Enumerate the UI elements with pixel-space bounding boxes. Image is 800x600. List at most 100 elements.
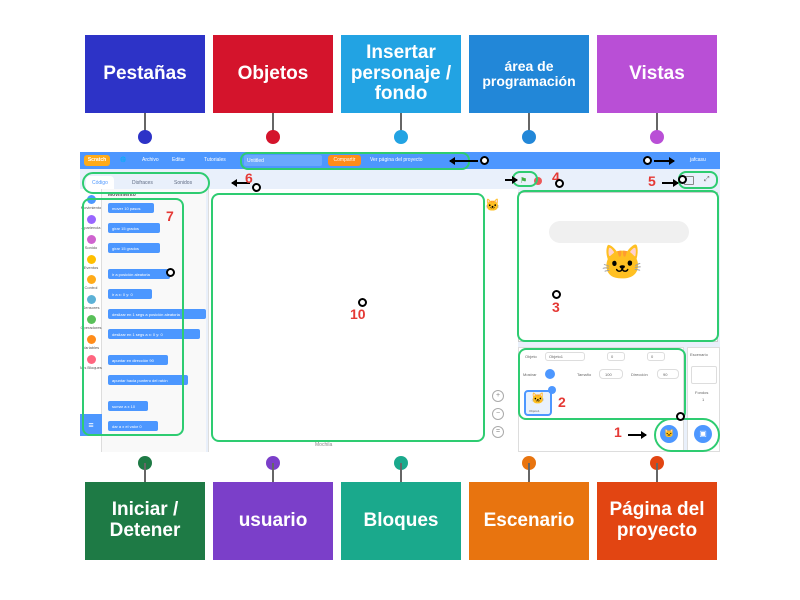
backpack-label[interactable]: Mochila xyxy=(315,442,333,448)
x-input[interactable]: 0 xyxy=(607,352,625,361)
bottom-stem-3 xyxy=(400,463,402,483)
category-label: Control xyxy=(84,285,98,290)
block-item[interactable]: girar 15 grados xyxy=(108,243,160,253)
block-item[interactable]: dar a x el valor 0 xyxy=(108,421,158,431)
category-operadores[interactable]: Operadores xyxy=(80,315,102,330)
marker-area-programacion xyxy=(358,298,367,307)
bottom-stem-4 xyxy=(528,463,530,483)
number-3: 3 xyxy=(552,299,560,315)
cat-sprite-icon[interactable]: 🐱 xyxy=(601,244,644,282)
category-label: Mis Bloques xyxy=(80,365,102,370)
category-dot xyxy=(86,215,96,224)
category-label: Sensores xyxy=(82,305,100,310)
arrow-iniciar-detener xyxy=(505,176,518,184)
eye-icon[interactable] xyxy=(545,369,555,379)
menu-editar[interactable]: Editar xyxy=(172,157,186,163)
category-dot xyxy=(86,235,96,244)
outline-bloques xyxy=(82,198,184,436)
size-label: Tamaño xyxy=(577,372,592,377)
arrow-objetos xyxy=(449,157,478,165)
tab-sonidos[interactable]: Sonidos xyxy=(174,180,193,186)
tab-disfraces[interactable]: Disfraces xyxy=(132,180,153,186)
stage-thumbnail[interactable] xyxy=(691,366,717,384)
top-dot-5 xyxy=(650,130,664,144)
label-usuario: usuario xyxy=(213,482,333,560)
fullscreen-icon[interactable]: ⤢ xyxy=(704,176,710,183)
sprite-name-input[interactable]: Objeto1 xyxy=(545,352,585,361)
zoom-reset-icon[interactable]: = xyxy=(492,426,504,438)
block-item[interactable]: ir a posición aleatoria xyxy=(108,269,170,279)
marker-usuario xyxy=(643,156,652,165)
sprite-label: Objeto xyxy=(525,354,537,359)
category-label: Variables xyxy=(82,345,100,350)
block-item[interactable]: deslizar en 1 segs a x: 0 y: 0 xyxy=(108,329,200,339)
project-title-input[interactable]: Untitled xyxy=(244,155,322,166)
category-eventos[interactable]: Eventos xyxy=(80,255,102,270)
zoom-out-icon[interactable]: − xyxy=(492,408,504,420)
block-categories: Movimiento Apariencia Sonido Eventos Con… xyxy=(80,189,102,452)
blocks-palette: Movimiento mover 10 pasos girar 15 grado… xyxy=(102,189,206,452)
outline-escenario xyxy=(517,190,719,342)
menu-tutoriales[interactable]: Tutoriales xyxy=(204,157,226,163)
size-input[interactable]: 100 xyxy=(599,369,623,379)
top-stem-2 xyxy=(272,113,274,137)
outline-insertar xyxy=(654,418,720,452)
category-dot xyxy=(86,295,96,304)
top-dot-4 xyxy=(522,130,536,144)
scratch-logo[interactable]: Scratch xyxy=(84,155,110,166)
category-label: Eventos xyxy=(83,265,99,270)
category-dot xyxy=(86,255,96,264)
block-item[interactable]: sumar a x 10 xyxy=(108,401,148,411)
menu-archivo[interactable]: Archivo xyxy=(142,157,159,163)
category-sensores[interactable]: Sensores xyxy=(80,295,102,310)
block-item[interactable]: apuntar en dirección 90 xyxy=(108,355,168,365)
y-input[interactable]: 0 xyxy=(647,352,665,361)
arrow-pestanas xyxy=(231,179,250,187)
category-sonido[interactable]: Sonido xyxy=(80,235,102,250)
block-item[interactable]: ir a x: 0 y: 0 xyxy=(108,289,152,299)
user-menu[interactable]: jafcasu xyxy=(690,157,706,163)
block-item[interactable]: mover 10 pasos xyxy=(108,203,154,213)
number-4: 4 xyxy=(552,169,560,185)
block-item[interactable]: apuntar hacia puntero del ratón xyxy=(108,375,188,385)
top-dot-2 xyxy=(266,130,280,144)
arrow-vistas xyxy=(662,179,679,187)
label-insertar-personaje: Insertar personaje / fondo xyxy=(341,35,461,113)
share-button[interactable]: Compartir xyxy=(328,155,361,166)
sprite-thumb-name: Objeto1 xyxy=(529,409,540,413)
show-label: Mostrar xyxy=(523,372,537,377)
label-pestanas: Pestañas xyxy=(85,35,205,113)
category-apariencia[interactable]: Apariencia xyxy=(80,215,102,230)
category-variables[interactable]: Variables xyxy=(80,335,102,350)
block-item[interactable]: deslizar en 1 segs a posición aleatoria xyxy=(108,309,206,319)
delete-sprite-icon[interactable] xyxy=(548,386,556,394)
see-project-page-link[interactable]: Ver página del proyecto xyxy=(370,157,423,163)
arrow-usuario xyxy=(654,157,675,165)
block-item[interactable]: girar 15 grados xyxy=(108,223,160,233)
stop-icon[interactable] xyxy=(534,177,542,185)
category-control[interactable]: Control xyxy=(80,275,102,290)
category-label: Sonido xyxy=(84,245,98,250)
direction-input[interactable]: 90 xyxy=(657,369,679,379)
top-stem-4 xyxy=(528,113,530,137)
stage-canvas[interactable]: 🐱 xyxy=(518,192,718,342)
number-1: 1 xyxy=(614,424,622,440)
label-escenario: Escenario xyxy=(469,482,589,560)
stage-title: Escenario xyxy=(690,352,708,357)
label-iniciar-detener: Iniciar / Detener xyxy=(85,482,205,560)
green-flag-icon[interactable]: ⚑ xyxy=(520,176,528,185)
number-2: 2 xyxy=(558,394,566,410)
top-dot-1 xyxy=(138,130,152,144)
category-mis-bloques[interactable]: Mis Bloques xyxy=(80,355,102,370)
sprite-thumbnail[interactable]: 🐱 xyxy=(524,390,552,416)
marker-iniciar-detener xyxy=(555,179,564,188)
globe-icon[interactable]: 🌐 xyxy=(120,157,127,163)
number-10: 10 xyxy=(350,306,366,322)
scripts-area[interactable] xyxy=(208,189,518,452)
category-dot xyxy=(86,275,96,284)
number-5: 5 xyxy=(648,173,656,189)
bottom-stem-2 xyxy=(272,463,274,483)
zoom-in-icon[interactable]: + xyxy=(492,390,504,402)
backdrops-count: 1 xyxy=(702,397,705,402)
